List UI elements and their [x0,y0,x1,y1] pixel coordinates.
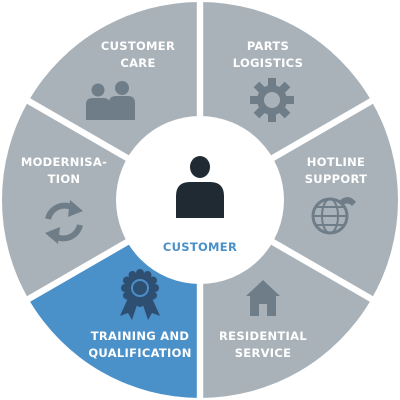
segment-label-customer-care: CUSTOMER [101,39,175,53]
segment-modernisation [1,101,200,299]
center-label: CUSTOMER [163,240,237,254]
gear-icon [250,78,294,122]
segment-label-parts-logistics: LOGISTICS [233,56,303,70]
segment-label-modernisation: MODERNISA- [21,155,107,169]
segment-label-hotline-support: SUPPORT [305,172,368,186]
segment-label-training-qualification: QUALIFICATION [88,346,191,360]
segment-label-customer-care: CARE [120,56,155,70]
refresh-arrows-icon [45,200,83,244]
segment-label-parts-logistics: PARTS [247,39,289,53]
award-ribbon-icon [120,269,160,320]
segment-hotline-support [200,101,398,299]
person-icon [176,156,224,218]
segment-label-residential-service: RESIDENTIAL [219,329,307,343]
people-icon [86,81,135,120]
segment-label-residential-service: SERVICE [235,346,292,360]
segment-label-modernisation: TION [48,172,81,186]
globe-phone-icon [311,197,356,235]
segment-label-hotline-support: HOTLINE [307,155,365,169]
segment-label-training-qualification: TRAINING AND [91,329,190,343]
house-icon [246,280,280,316]
